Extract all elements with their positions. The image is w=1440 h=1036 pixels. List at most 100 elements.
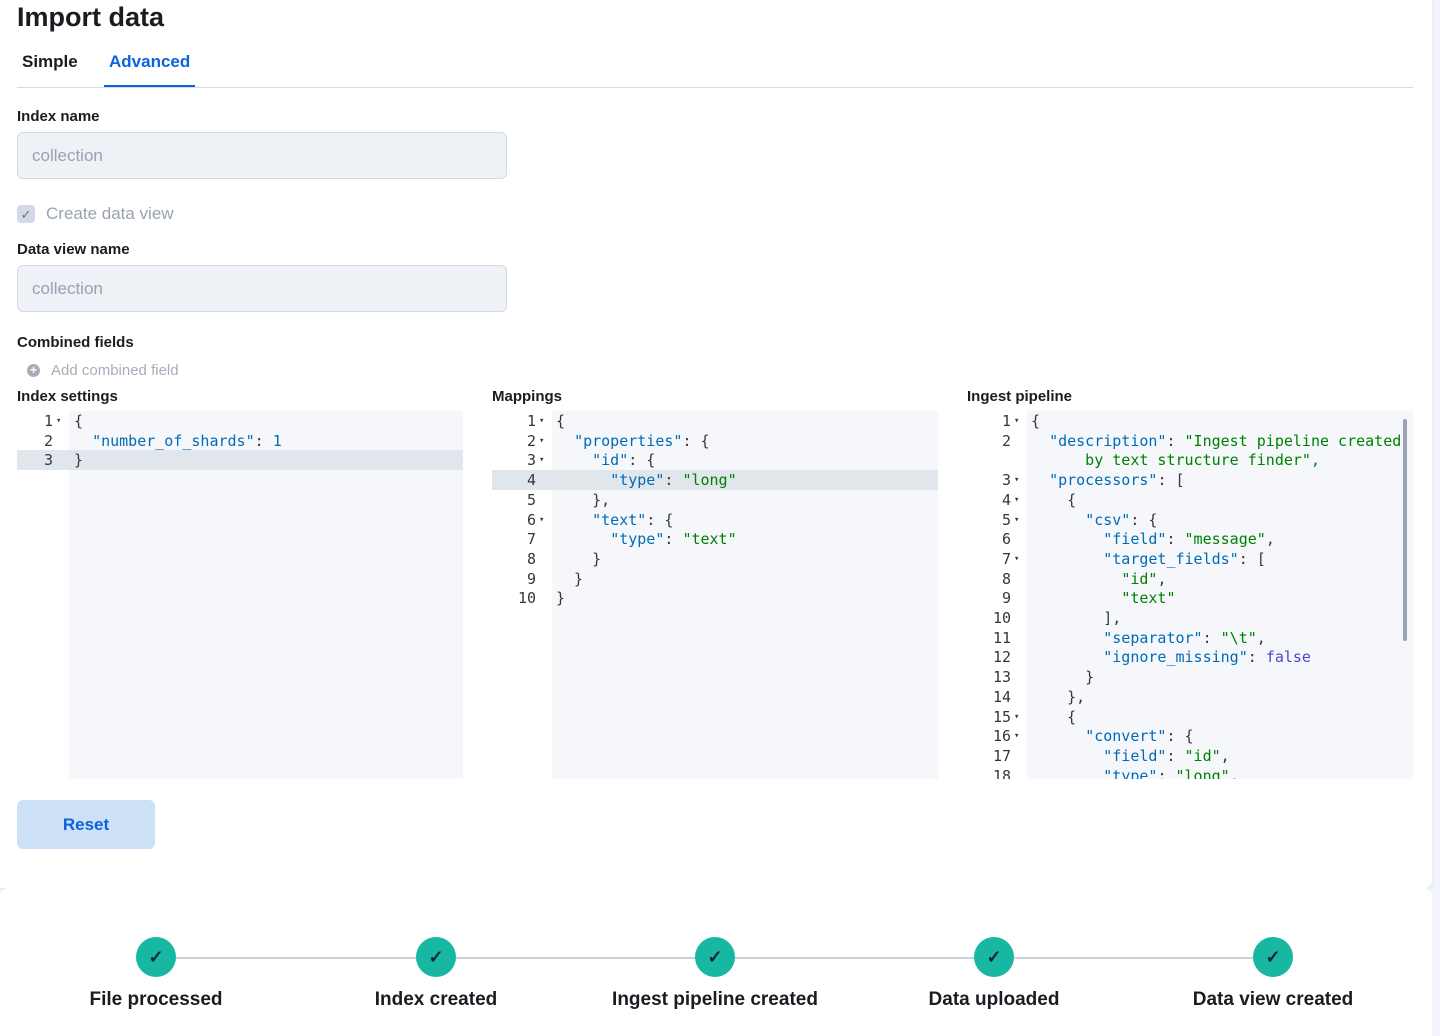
code-line[interactable]: 7▾ "target_fields": [ <box>967 549 1413 569</box>
step-label: File processed <box>89 989 223 1010</box>
ingest-pipeline-editor[interactable]: 1▾{2 "description": "Ingest pipeline cre… <box>967 411 1413 779</box>
tab-bar: Simple Advanced <box>17 50 1413 88</box>
code-text: by text structure finder", <box>1031 451 1320 470</box>
check-icon: ✓ <box>136 937 176 977</box>
code-line[interactable]: 8 "id", <box>967 569 1413 589</box>
line-number: 9 <box>1001 589 1011 608</box>
line-number: 3 <box>1001 471 1011 490</box>
editor-gutter <box>967 411 1027 779</box>
code-line[interactable]: 10} <box>492 588 938 608</box>
line-number: 10 <box>517 589 536 608</box>
step-file-processed: ✓ File processed <box>6 937 306 1011</box>
plus-circle-icon: + <box>27 364 40 377</box>
code-text: } <box>74 451 84 470</box>
fold-arrow-icon[interactable]: ▾ <box>1014 731 1020 742</box>
code-text: "id", <box>1121 569 1167 588</box>
index-name-input[interactable] <box>17 132 507 179</box>
line-number: 3 <box>526 451 536 470</box>
create-data-view-checkbox[interactable]: ✓ <box>17 205 35 223</box>
line-number: 4 <box>1001 490 1011 509</box>
line-number: 1 <box>526 412 536 430</box>
code-line[interactable]: 6▾ "text": { <box>492 510 938 530</box>
code-line[interactable]: 1▾ { <box>492 411 938 431</box>
code-line[interactable]: 18 "type": "long", <box>967 766 1413 779</box>
add-combined-field-button[interactable]: + Add combined field <box>27 362 179 379</box>
fold-arrow-icon[interactable]: ▾ <box>1014 494 1020 505</box>
code-line[interactable]: 1▾{ <box>17 411 463 431</box>
code-line[interactable]: 5▾ "csv": { <box>967 510 1413 530</box>
code-line[interactable]: 11 "separator": "\t", <box>967 628 1413 648</box>
reset-button[interactable]: Reset <box>17 800 155 849</box>
data-view-name-label: Data view name <box>17 241 130 258</box>
data-view-name-input[interactable] <box>17 265 507 312</box>
fold-arrow-icon[interactable]: ▾ <box>539 435 545 446</box>
fold-arrow-icon[interactable]: ▾ <box>539 514 545 525</box>
code-line[interactable]: 15▾ { <box>967 707 1413 727</box>
check-icon: ✓ <box>695 937 735 977</box>
fold-arrow-icon[interactable]: ▾ <box>1014 553 1020 564</box>
line-number: 3 <box>43 451 53 470</box>
code-line[interactable]: 2▾ "properties": { <box>492 431 938 451</box>
code-line[interactable]: 13 } <box>967 667 1413 687</box>
fold-arrow-icon[interactable]: ▾ <box>56 416 62 426</box>
check-icon: ✓ <box>1253 937 1293 977</box>
mappings-editor[interactable]: 1▾{2▾ "properties": {3▾ "id": {4 "type":… <box>492 411 938 779</box>
code-line[interactable]: 2 "number_of_shards": 1 <box>17 431 463 451</box>
add-combined-field-label: Add combined field <box>51 362 179 379</box>
line-number: 1 <box>1001 412 1011 430</box>
line-number: 2 <box>526 431 536 450</box>
code-line[interactable]: 7 "type": "text" <box>492 529 938 549</box>
code-line[interactable]: 4 "type": "long" <box>492 470 938 491</box>
fold-arrow-icon[interactable]: ▾ <box>1014 416 1020 426</box>
code-text: "text": { <box>592 510 674 529</box>
code-line[interactable]: 3} <box>17 450 463 471</box>
code-line[interactable]: 8 } <box>492 549 938 569</box>
mappings-label: Mappings <box>492 388 562 405</box>
code-line[interactable]: by text structure finder", <box>967 450 1413 470</box>
code-line[interactable]: 12 "ignore_missing": false <box>967 647 1413 667</box>
code-line[interactable]: 9 } <box>492 569 938 589</box>
editor-gutter <box>17 411 69 779</box>
step-label: Data uploaded <box>928 989 1060 1010</box>
fold-arrow-icon[interactable]: ▾ <box>1014 514 1020 525</box>
step-label: Data view created <box>1192 989 1354 1010</box>
tab-advanced[interactable]: Advanced <box>104 52 196 87</box>
code-text: } <box>556 549 602 568</box>
code-line[interactable]: 3▾ "processors": [ <box>967 470 1413 490</box>
code-text: "type": "long", <box>1103 766 1239 779</box>
create-data-view-label: Create data view <box>46 204 174 223</box>
fold-arrow-icon[interactable]: ▾ <box>1014 475 1020 486</box>
code-line[interactable]: 6 "field": "message", <box>967 529 1413 549</box>
line-number: 2 <box>1001 431 1011 450</box>
editor-scrollbar[interactable] <box>1403 419 1407 641</box>
code-text: { <box>556 412 566 430</box>
fold-arrow-icon[interactable]: ▾ <box>1014 711 1020 722</box>
code-text: "separator": "\t", <box>1103 628 1266 647</box>
code-line[interactable]: 2 "description": "Ingest pipeline create… <box>967 431 1413 451</box>
code-line[interactable]: 10 ], <box>967 608 1413 628</box>
code-text: "processors": [ <box>1049 471 1185 490</box>
step-label: Ingest pipeline created <box>612 989 818 1010</box>
code-line[interactable]: 14 }, <box>967 687 1413 707</box>
code-text: "convert": { <box>1085 727 1194 746</box>
code-text: "field": "message", <box>1103 530 1275 549</box>
code-line[interactable]: 17 "field": "id", <box>967 746 1413 766</box>
fold-arrow-icon[interactable]: ▾ <box>539 416 545 426</box>
code-line[interactable]: 5 }, <box>492 490 938 510</box>
create-data-view-row[interactable]: ✓ Create data view <box>17 204 174 224</box>
tab-simple[interactable]: Simple <box>22 52 78 71</box>
fold-arrow-icon[interactable]: ▾ <box>539 455 545 466</box>
code-line[interactable]: 16▾ "convert": { <box>967 726 1413 746</box>
line-number: 18 <box>992 766 1011 779</box>
import-progress-steps: ✓ File processed ✓ Index created ✓ Inges… <box>0 888 1432 1036</box>
index-settings-label: Index settings <box>17 388 118 405</box>
line-number: 2 <box>43 431 53 450</box>
line-number: 6 <box>1001 530 1011 549</box>
code-line[interactable]: 4▾ { <box>967 490 1413 510</box>
code-text: { <box>1031 490 1077 509</box>
code-line[interactable]: 9 "text" <box>967 588 1413 608</box>
code-line[interactable]: 3▾ "id": { <box>492 450 938 470</box>
code-line[interactable]: 1▾{ <box>967 411 1413 431</box>
code-text: { <box>74 412 84 430</box>
